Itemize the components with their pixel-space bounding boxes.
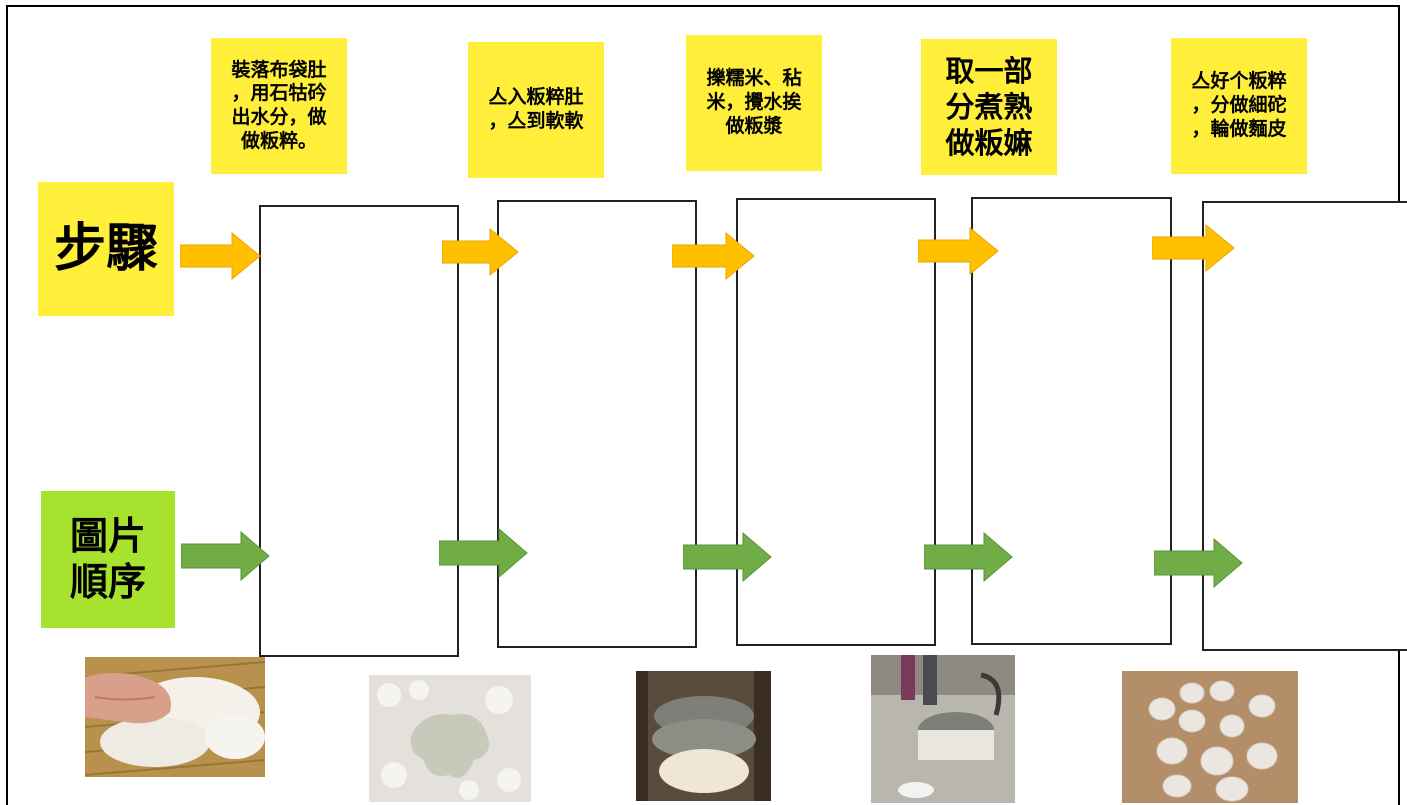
step-note-2: 亼入粄粹肚 ，亼到軟軟 — [468, 42, 604, 178]
green-arrow-5 — [1154, 538, 1243, 588]
stone-mill-photo — [636, 671, 771, 801]
hand-kneading-dough-photo — [85, 657, 265, 777]
pictures-label-text: 圖片 順序 — [69, 513, 146, 604]
step-note-4: 取一部 分煮熟 做粄嫲 — [921, 39, 1057, 175]
steps-label-text: 步驟 — [53, 218, 158, 279]
dough-balls-photo — [1122, 671, 1298, 803]
step-note-2-text: 亼入粄粹肚 ，亼到軟軟 — [488, 86, 584, 132]
step-box-5 — [1202, 201, 1407, 651]
step-box-2 — [497, 200, 697, 648]
step-note-3-text: 擽糯米、秥 米，攪水挨 做粄漿 — [706, 67, 802, 137]
step-box-4 — [971, 197, 1172, 645]
step-note-3: 擽糯米、秥 米，攪水挨 做粄漿 — [686, 35, 822, 171]
green-arrow-4 — [924, 532, 1013, 582]
step-note-1: 裝落布袋肚 ，用石牯砛 出水分，做 做粄粹。 — [211, 38, 347, 174]
step-note-1-text: 裝落布袋肚 ，用石牯砛 出水分，做 做粄粹。 — [231, 58, 327, 152]
step-note-5: 亼好个粄粹 ，分做細砣 ，輪做麵皮 — [1171, 38, 1307, 174]
green-arrow-2 — [439, 528, 528, 578]
step-note-4-text: 取一部 分煮熟 做粄嫲 — [945, 53, 1033, 161]
step-note-5-text: 亼好个粄粹 ，分做細砣 ，輪做麵皮 — [1191, 70, 1287, 140]
grinding-mill-photo — [871, 655, 1015, 803]
green-arrow-3 — [683, 532, 772, 582]
step-box-3 — [736, 198, 936, 646]
pictures-label: 圖片 順序 — [41, 491, 175, 628]
green-arrow-1 — [181, 531, 270, 581]
orange-arrow-1 — [180, 232, 261, 280]
orange-arrow-3 — [672, 232, 755, 280]
orange-arrow-4 — [918, 227, 999, 275]
steps-label: 步驟 — [38, 182, 174, 316]
orange-arrow-2 — [442, 228, 519, 276]
orange-arrow-5 — [1152, 224, 1235, 272]
dough-on-flour-photo — [369, 675, 531, 802]
step-box-1 — [259, 205, 459, 657]
